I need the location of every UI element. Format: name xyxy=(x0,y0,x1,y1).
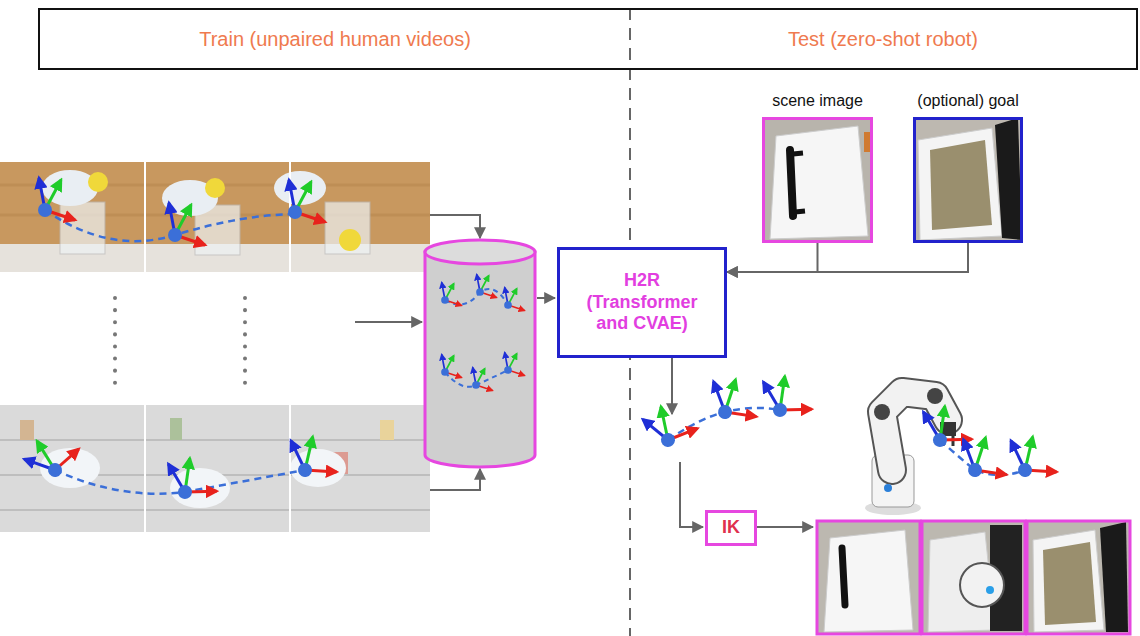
image-frame xyxy=(913,117,1023,243)
scene-image: scene image xyxy=(762,92,873,243)
scene-picture xyxy=(795,211,805,212)
robot-arm xyxy=(1010,431,1057,481)
human-video xyxy=(168,203,205,245)
human-video xyxy=(289,405,291,532)
robot-arm xyxy=(874,404,890,420)
robot-frames xyxy=(817,521,920,634)
human-video xyxy=(20,420,34,440)
ellipsis-dots xyxy=(243,298,247,392)
human-video xyxy=(0,405,430,532)
robot-frames xyxy=(986,586,994,594)
flow-arrow xyxy=(355,215,813,527)
robot-frames xyxy=(922,521,1025,634)
human-video xyxy=(144,162,146,272)
scene-picture xyxy=(770,126,868,239)
goal-picture xyxy=(918,128,1002,240)
flow-arrow xyxy=(727,243,818,272)
image-caption: scene image xyxy=(772,92,863,110)
human-video xyxy=(60,202,105,254)
dataset-cylinder xyxy=(476,274,496,297)
robot-arm xyxy=(865,388,1057,515)
goal-picture xyxy=(995,118,1022,240)
human-video xyxy=(0,162,430,272)
scene-picture xyxy=(793,153,803,154)
ik-box: IK xyxy=(705,510,757,546)
robot-frames xyxy=(1027,521,1130,634)
dataset-cylinder xyxy=(441,354,461,377)
robot-frames xyxy=(922,521,1025,634)
robot-frames xyxy=(960,563,1004,607)
human-video xyxy=(325,202,370,254)
image-frame xyxy=(762,117,873,243)
predicted-trajectory xyxy=(642,396,697,452)
dataset-cylinder xyxy=(425,252,535,467)
human-video xyxy=(88,172,108,192)
goal-picture xyxy=(913,117,1023,243)
dataset-cylinder xyxy=(504,287,524,310)
robot-frames xyxy=(1033,530,1104,632)
image-caption: (optional) goal xyxy=(917,92,1018,110)
flow-arrow xyxy=(355,321,422,323)
flow-arrow xyxy=(430,215,480,238)
scene-picture xyxy=(762,117,873,243)
goal-picture xyxy=(930,140,992,230)
robot-frames xyxy=(817,521,920,634)
section-heading: Test (zero-shot robot) xyxy=(630,10,1136,68)
flow-arrow xyxy=(430,469,480,490)
human-video xyxy=(288,180,325,222)
model-box: H2R (Transformer and CVAE) xyxy=(557,247,727,358)
dataset-cylinder xyxy=(472,367,492,390)
robot-frames xyxy=(1027,521,1130,634)
predicted-trajectory xyxy=(762,370,811,422)
flow-arrow xyxy=(537,297,555,299)
human-video xyxy=(170,418,182,440)
flow-arrow xyxy=(680,462,703,527)
goal-image: (optional) goal xyxy=(913,92,1023,243)
robot-arm xyxy=(882,392,948,470)
dataset-cylinder xyxy=(425,240,535,264)
human-video xyxy=(144,405,146,532)
dataset-cylinder xyxy=(425,240,535,467)
header-bar: Train (unpaired human videos)Test (zero-… xyxy=(38,8,1138,70)
ellipsis-dots xyxy=(115,298,245,392)
human-video xyxy=(38,178,75,220)
robot-frames xyxy=(1043,542,1096,625)
robot-frames xyxy=(824,530,913,632)
ellipsis-dots xyxy=(113,298,117,392)
predicted-trajectory xyxy=(713,375,757,423)
human-video xyxy=(0,405,430,532)
dataset-cylinder xyxy=(504,352,524,375)
human-video xyxy=(290,431,337,481)
section-heading: Train (unpaired human videos) xyxy=(40,10,630,68)
scene-picture xyxy=(762,117,873,243)
human-video xyxy=(0,405,430,532)
flow-arrow xyxy=(671,358,673,414)
box-label: H2R (Transformer and CVAE) xyxy=(576,270,708,335)
human-video xyxy=(339,229,361,251)
human-video xyxy=(0,440,430,510)
robot-arm xyxy=(882,392,948,470)
robot-arm xyxy=(927,388,943,404)
human-video xyxy=(0,162,430,272)
robot-frames xyxy=(842,548,845,605)
robot-frames xyxy=(817,521,1130,634)
flow-arrow xyxy=(727,243,968,272)
human-video xyxy=(24,428,79,481)
robot-frames xyxy=(1100,522,1128,632)
dataset-cylinder xyxy=(441,282,461,305)
human-video xyxy=(205,178,225,198)
human-video xyxy=(167,452,216,504)
human-video xyxy=(380,420,394,440)
robot-arm xyxy=(884,484,892,492)
goal-picture xyxy=(913,117,1023,243)
robot-arm xyxy=(963,433,1007,481)
box-label: IK xyxy=(722,517,740,539)
scene-picture xyxy=(790,150,793,216)
predicted-trajectory xyxy=(642,370,812,452)
flow-arrow xyxy=(757,526,813,528)
